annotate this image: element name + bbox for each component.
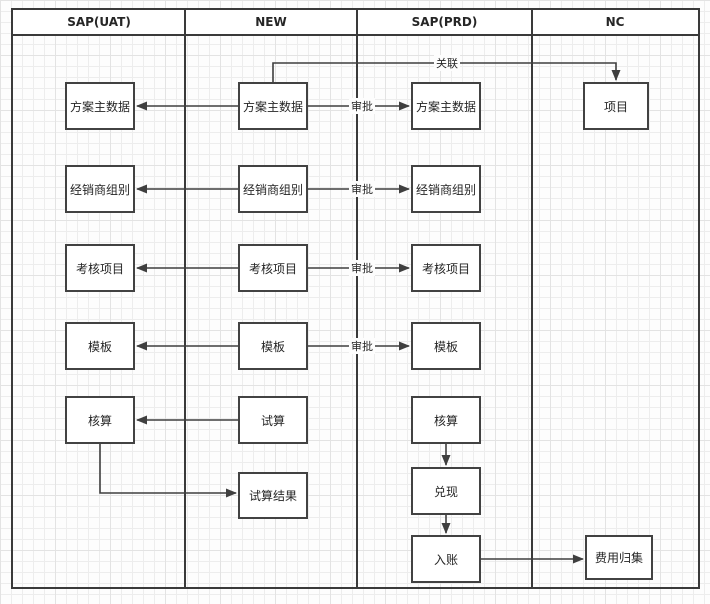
node-uat-dealer-group[interactable]: 经销商组别 [65, 165, 135, 213]
node-new-template[interactable]: 模板 [238, 322, 308, 370]
node-prd-template[interactable]: 模板 [411, 322, 481, 370]
node-nc-project[interactable]: 项目 [583, 82, 649, 130]
node-label: 兑现 [433, 484, 458, 499]
node-uat-plan-master[interactable]: 方案主数据 [65, 82, 135, 130]
edge-label-approve-assessment: 审批 [349, 260, 375, 276]
node-label: 费用归集 [594, 551, 643, 565]
edge-label-approve-template: 审批 [349, 338, 375, 354]
node-label: 考核项目 [421, 261, 470, 276]
node-prd-dealer-group[interactable]: 经销商组别 [411, 165, 481, 213]
node-label: 模板 [87, 339, 112, 354]
node-label: 项目 [603, 99, 628, 114]
edge-label-approve-plan: 审批 [349, 98, 375, 114]
node-label: 经销商组别 [415, 182, 476, 197]
lane-header-sap-prd[interactable]: SAP(PRD) [411, 15, 478, 29]
node-label: 核算 [87, 413, 112, 428]
node-prd-plan-master[interactable]: 方案主数据 [411, 82, 481, 130]
node-uat-assessment-item[interactable]: 考核项目 [65, 244, 135, 292]
node-new-plan-master[interactable]: 方案主数据 [238, 82, 308, 130]
node-prd-cash[interactable]: 兑现 [411, 467, 481, 515]
node-label: 方案主数据 [415, 99, 476, 114]
lane-header-nc[interactable]: NC [605, 15, 625, 29]
node-label: 核算 [433, 413, 458, 428]
pool-border [11, 8, 700, 589]
node-new-trial-result[interactable]: 试算结果 [238, 472, 308, 519]
lane-divider-3 [531, 8, 533, 589]
node-label: 考核项目 [75, 261, 124, 276]
node-nc-cost-collection[interactable]: 费用归集 [585, 535, 653, 580]
node-prd-assessment-item[interactable]: 考核项目 [411, 244, 481, 292]
node-uat-template[interactable]: 模板 [65, 322, 135, 370]
node-label: 考核项目 [248, 261, 297, 276]
swimlane-header-row: SAP(UAT) NEW SAP(PRD) NC [13, 10, 698, 36]
node-label: 模板 [260, 339, 285, 354]
lane-divider-2 [356, 8, 358, 589]
node-label: 方案主数据 [69, 99, 130, 114]
edge-label-relation: 关联 [434, 55, 460, 71]
node-label: 模板 [433, 339, 458, 354]
lane-divider-1 [184, 8, 186, 589]
node-label: 试算 [260, 413, 285, 428]
edge-label-approve-dealer: 审批 [349, 181, 375, 197]
lane-header-sap-uat[interactable]: SAP(UAT) [67, 15, 131, 29]
node-label: 经销商组别 [242, 182, 303, 197]
node-uat-accounting[interactable]: 核算 [65, 396, 135, 444]
node-label: 试算结果 [248, 489, 297, 503]
lane-header-new[interactable]: NEW [255, 15, 287, 29]
node-label: 经销商组别 [69, 182, 130, 197]
node-new-dealer-group[interactable]: 经销商组别 [238, 165, 308, 213]
node-prd-posting[interactable]: 入账 [411, 535, 481, 583]
node-prd-accounting[interactable]: 核算 [411, 396, 481, 444]
node-new-trial-calc[interactable]: 试算 [238, 396, 308, 444]
node-label: 入账 [433, 552, 458, 567]
node-new-assessment-item[interactable]: 考核项目 [238, 244, 308, 292]
node-label: 方案主数据 [242, 99, 303, 114]
